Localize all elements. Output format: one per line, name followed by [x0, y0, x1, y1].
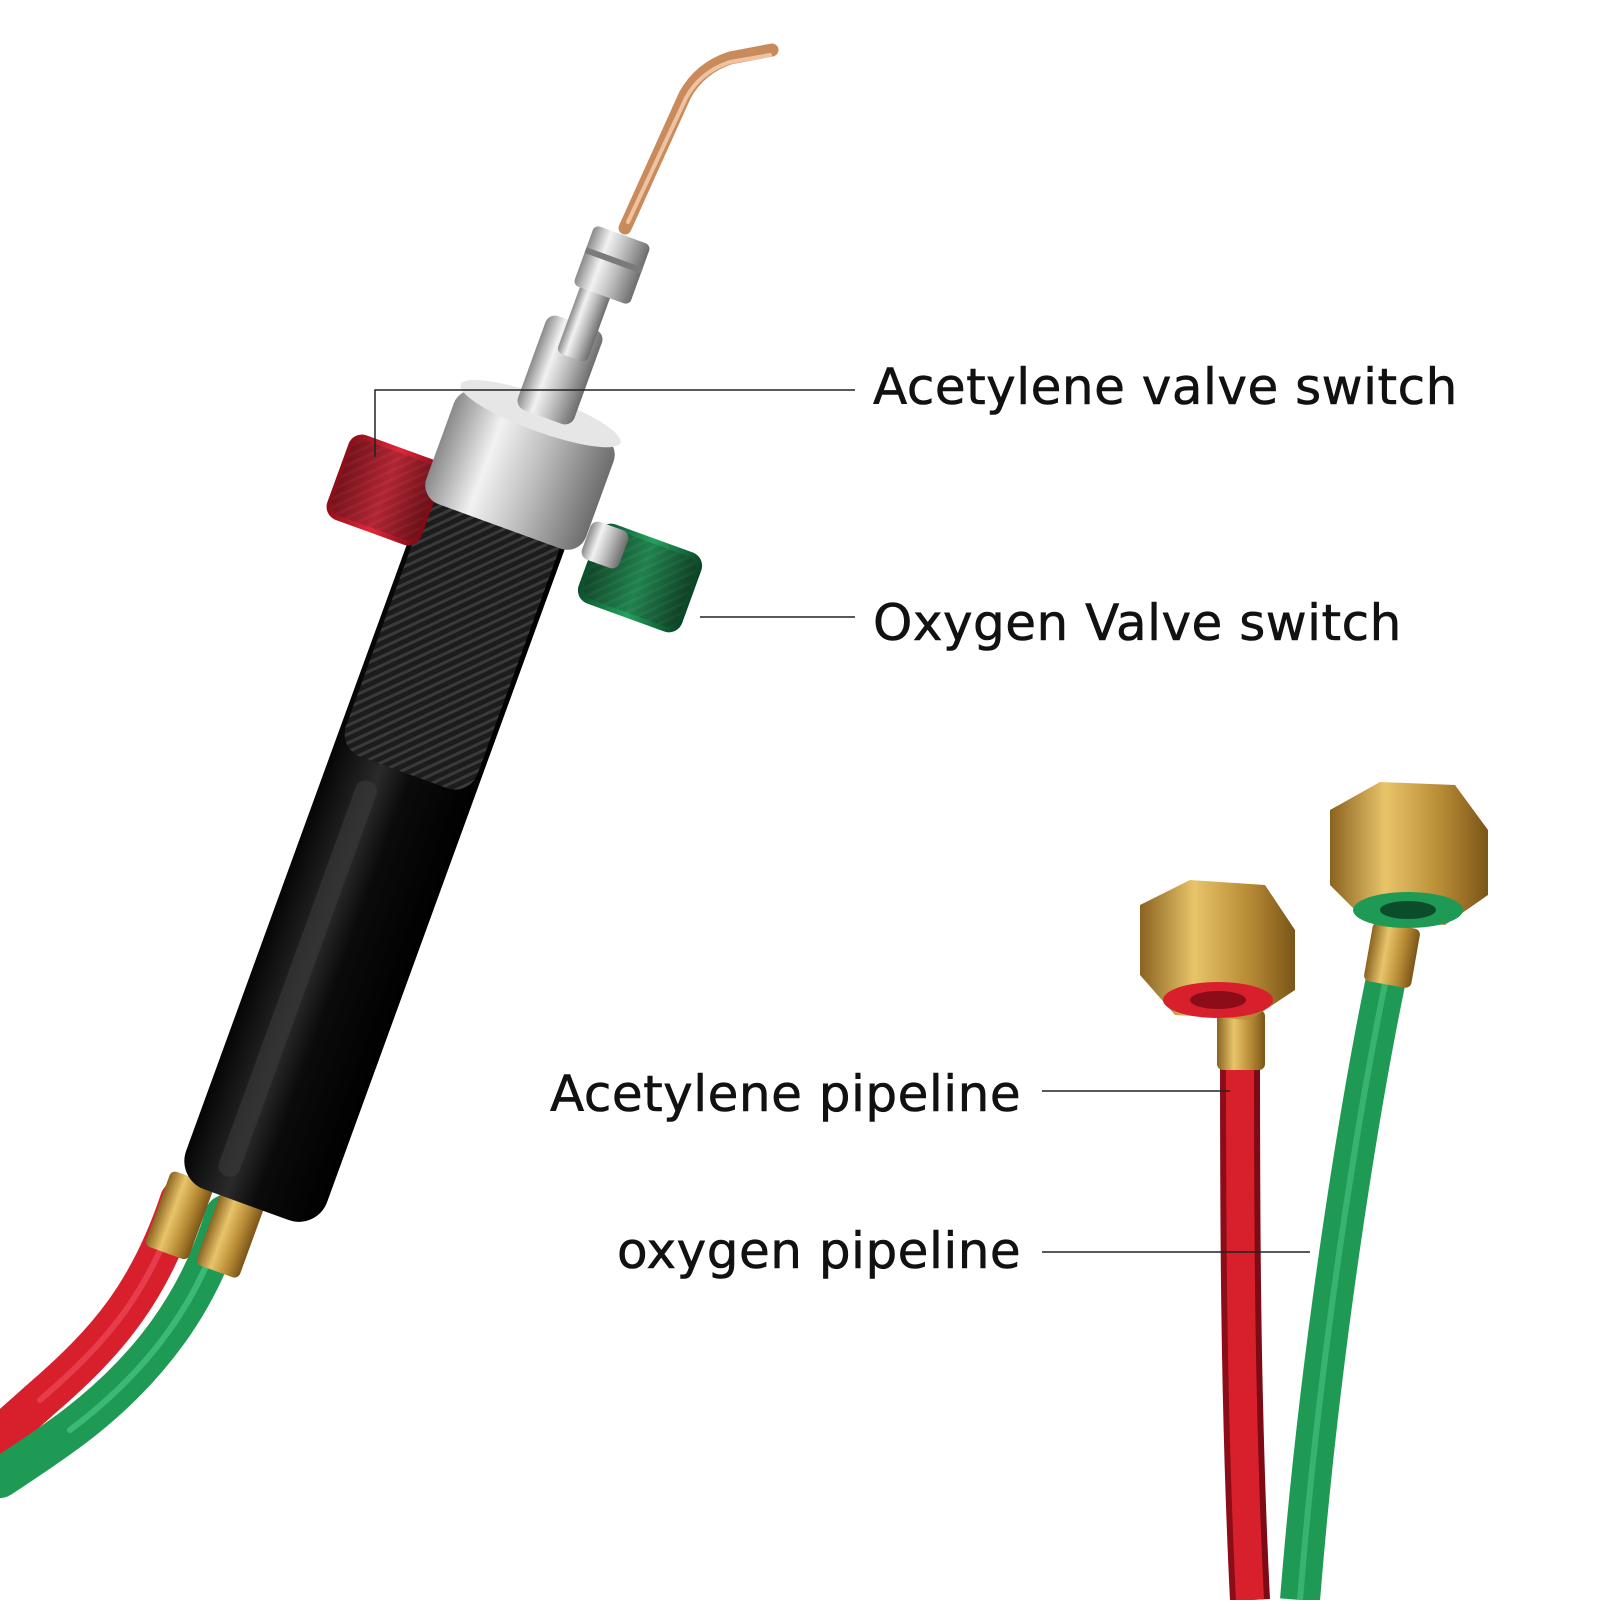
oxygen-valve-stem — [581, 521, 629, 569]
oxygen-pipeline-hose — [1280, 955, 1410, 1602]
copper-tip — [618, 43, 779, 235]
label-oxygen-pipeline: oxygen pipeline — [617, 1222, 1022, 1280]
torch-handle — [184, 454, 576, 1222]
label-oxygen-valve-switch: Oxygen Valve switch — [873, 594, 1402, 652]
acetylene-brass-collar — [1217, 1010, 1265, 1070]
tip-hex-nut — [574, 226, 650, 304]
oxygen-hex-fitting — [1330, 782, 1488, 928]
label-acetylene-valve-switch: Acetylene valve switch — [873, 358, 1458, 416]
handle-brass-ferrules — [145, 1171, 264, 1278]
acetylene-hex-fitting — [1140, 880, 1295, 1020]
torch-neck-thin — [557, 278, 613, 362]
label-acetylene-pipeline: Acetylene pipeline — [550, 1065, 1022, 1123]
oxygen-brass-collar — [1364, 922, 1420, 988]
acetylene-valve-knob — [326, 434, 444, 546]
copper-tip-highlight — [626, 53, 772, 224]
oxygen-pipeline-hose-highlight — [1297, 959, 1393, 1601]
acetylene-pipeline-hose-core — [1226, 1039, 1264, 1601]
leader-acetylene-valve — [374, 389, 855, 457]
